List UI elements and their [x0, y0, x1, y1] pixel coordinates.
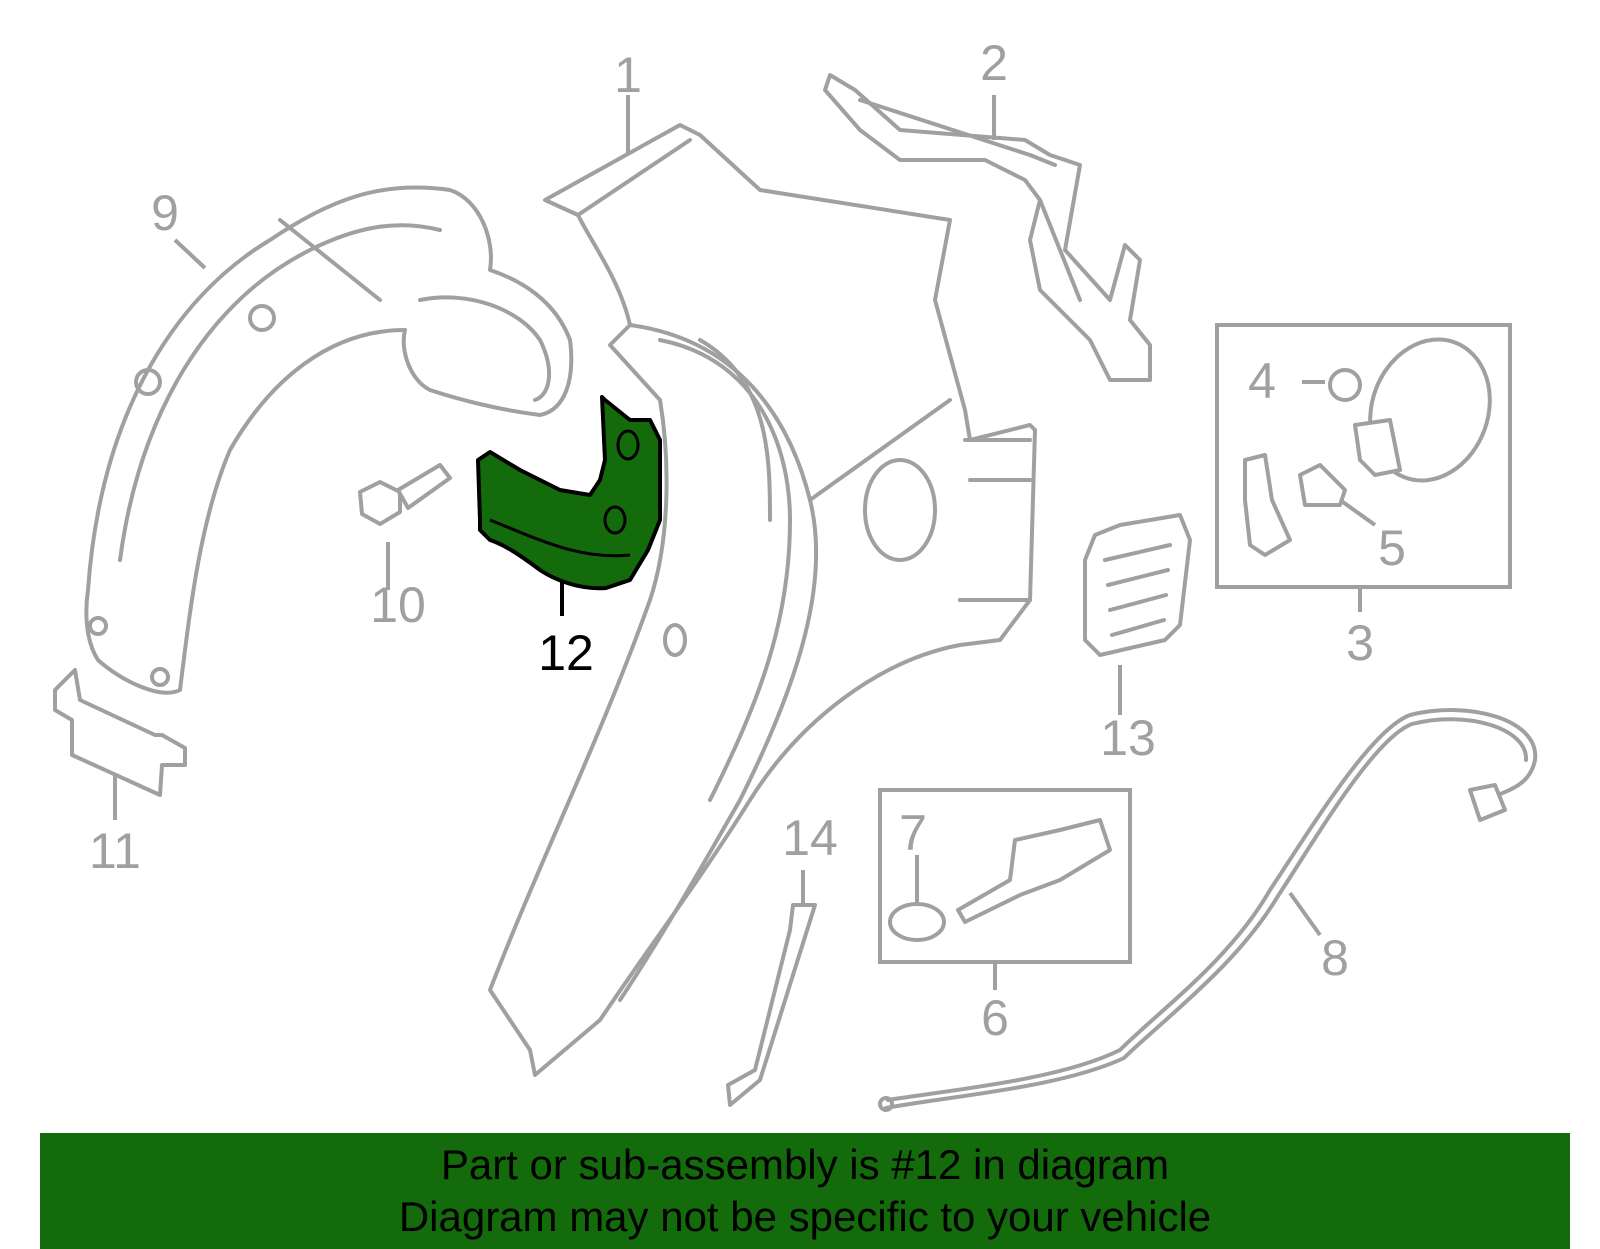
- part-2-rail[interactable]: [823, 73, 1152, 382]
- banner-line-1: Part or sub-assembly is #12 in diagram: [440, 1141, 1170, 1188]
- callout-10: 10: [370, 577, 426, 633]
- callout-5: 5: [1378, 520, 1406, 576]
- callout-1: 1: [614, 47, 642, 103]
- part-8-cable[interactable]: [878, 708, 1538, 1112]
- callout-7: 7: [899, 805, 927, 861]
- part-6-latch-group[interactable]: [878, 788, 1132, 964]
- callout-13: 13: [1100, 710, 1156, 766]
- callout-labels: 1 2 3 4 5 6 7 8 9 10 11 12 13 14: [89, 35, 1406, 1046]
- leader-8: [1288, 891, 1322, 937]
- callout-14: 14: [782, 810, 838, 866]
- leader-lines: [113, 95, 1377, 990]
- callout-11: 11: [89, 823, 141, 879]
- part-14-strip[interactable]: [726, 903, 817, 1107]
- callout-12: 12: [538, 625, 594, 681]
- info-banner: Part or sub-assembly is #12 in diagram D…: [40, 1133, 1570, 1249]
- callout-8: 8: [1321, 930, 1349, 986]
- part-12-splash-shield[interactable]: [476, 395, 662, 591]
- part-13-vent[interactable]: [1083, 513, 1192, 657]
- banner-line-2: Diagram may not be specific to your vehi…: [398, 1193, 1212, 1240]
- part-3-fuel-door-group[interactable]: [1215, 323, 1512, 589]
- leader-5: [1338, 498, 1377, 527]
- part-9-wheelhouse-liner[interactable]: [84, 185, 574, 695]
- part-1-quarter-panel[interactable]: [488, 123, 1037, 1077]
- part-10-bolt[interactable]: [358, 463, 452, 526]
- leader-9: [173, 238, 207, 270]
- callout-4: 4: [1248, 353, 1276, 409]
- callout-2: 2: [980, 35, 1008, 91]
- part-11-bracket[interactable]: [53, 668, 187, 797]
- callout-9: 9: [151, 185, 179, 241]
- callout-6: 6: [981, 990, 1009, 1046]
- callout-3: 3: [1346, 615, 1374, 671]
